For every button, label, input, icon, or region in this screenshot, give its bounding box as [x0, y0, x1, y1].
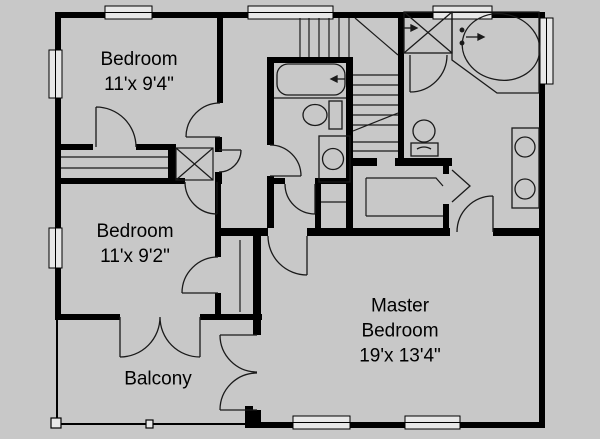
bedroom1-label: Bedroom 11'x 9'4" [100, 47, 177, 97]
toilet-tank [328, 100, 343, 130]
wc-door [451, 169, 471, 203]
master-dims: 19'x 13'4" [359, 345, 441, 367]
sink-vanity [318, 135, 351, 183]
double-vanity [511, 127, 540, 209]
toilet [302, 103, 328, 127]
closet-details [61, 147, 444, 312]
master-bedroom-label: Master Bedroom 19'x 13'4" [359, 294, 441, 369]
bedroom2-dims: 11'x 9'2" [100, 246, 170, 267]
hall-bathroom-fixtures [274, 63, 351, 183]
master-bathroom-fixtures [403, 11, 541, 209]
vanity-sink-2 [514, 178, 536, 200]
bedroom2-door [184, 181, 218, 215]
master-line1: Master [370, 295, 430, 317]
master-bedroom-door [267, 235, 308, 276]
hall-bathroom-door [269, 144, 302, 177]
hall-closet-door [284, 183, 316, 215]
tub-platform [451, 11, 540, 94]
balcony-railing [50, 320, 245, 429]
shower-door [409, 54, 448, 93]
bedroom2-name: Bedroom [96, 221, 174, 242]
master-line2: Bedroom [361, 320, 439, 342]
wc-toilet-tank [410, 142, 439, 157]
balcony-name: Balcony [124, 368, 192, 390]
master-closet-shelves [365, 177, 444, 217]
bedroom1-door [185, 102, 221, 138]
vanity-sink-1 [514, 136, 536, 158]
balcony-french-doors-2 [219, 334, 258, 411]
bedroom1-closet-shelves [61, 156, 168, 169]
bedroom2-label: Bedroom 11'x 9'2" [96, 219, 173, 269]
bedroom1-closet-door [95, 106, 137, 148]
bedroom2-closet-door [181, 256, 219, 294]
bedroom1-dims: 11'x 9'4" [104, 74, 174, 95]
chase-door [218, 149, 242, 173]
wc-toilet [412, 119, 436, 143]
chase-x-box [175, 147, 214, 181]
master-bath-door [456, 195, 494, 233]
door-swings [95, 54, 494, 411]
balcony-label: Balcony [124, 367, 192, 392]
bedroom1-name: Bedroom [100, 49, 178, 70]
balcony-french-doors-1 [119, 316, 201, 358]
sink-basin [321, 147, 345, 171]
staircase [299, 17, 399, 152]
garden-tub [461, 13, 541, 81]
windows [48, 5, 554, 430]
